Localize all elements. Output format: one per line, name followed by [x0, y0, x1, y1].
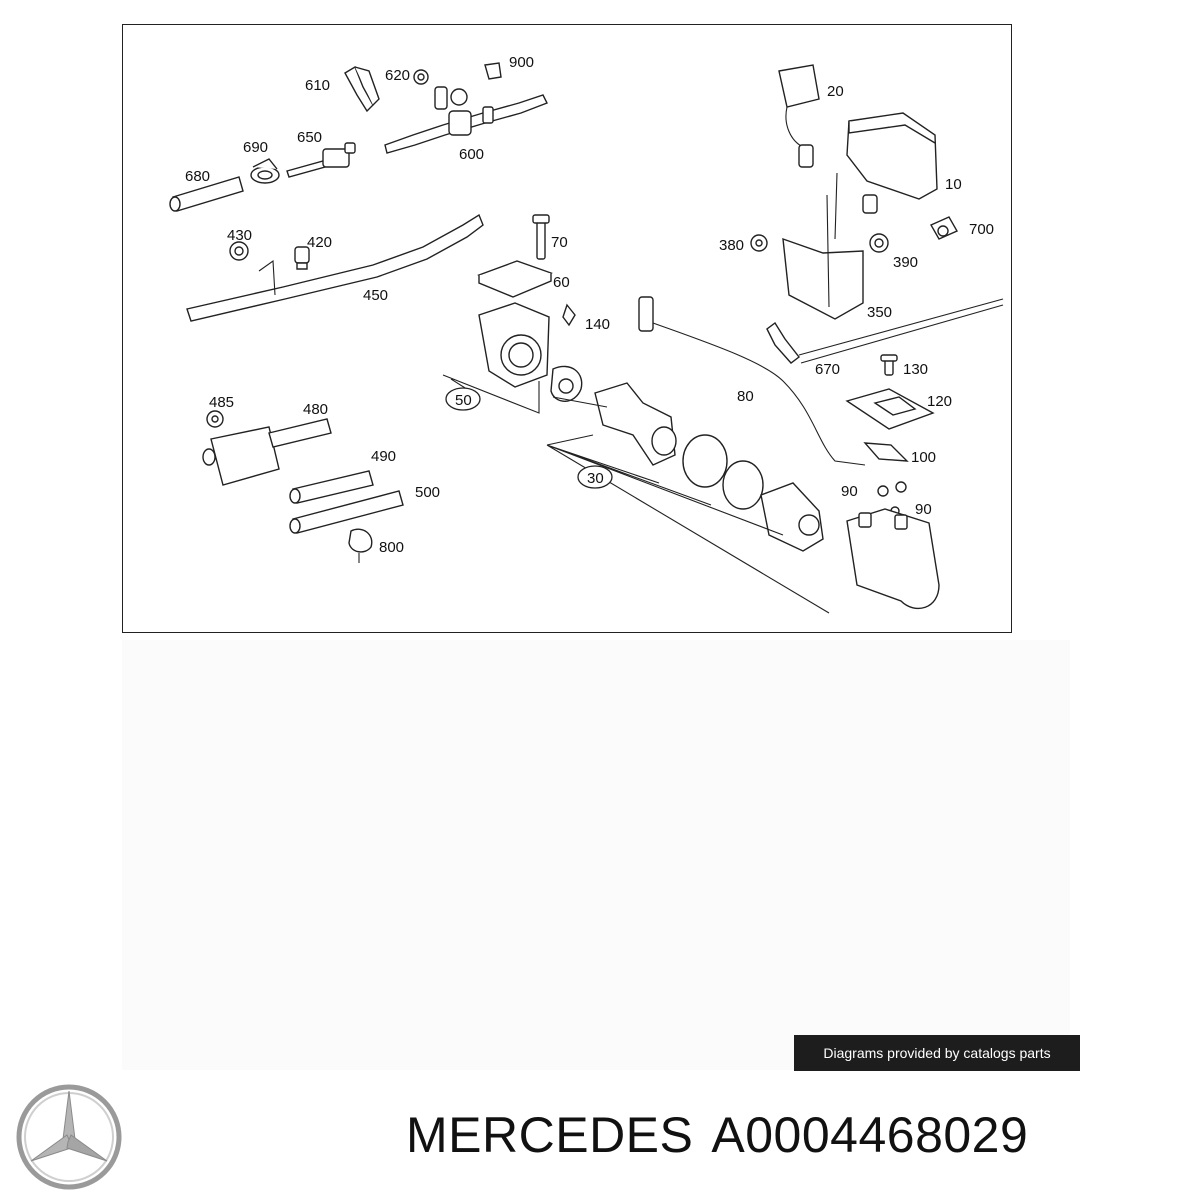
part-610-bracket	[344, 65, 380, 113]
callout-480: 480	[303, 401, 328, 418]
callout-140: 140	[585, 316, 610, 333]
part-420-bolt	[294, 246, 310, 270]
part-900-clip	[484, 62, 502, 80]
callout-20: 20	[827, 83, 844, 100]
callout-900: 900	[509, 54, 534, 71]
part-680-tube	[169, 176, 244, 212]
part-700-clamp	[930, 216, 958, 240]
empty-canvas-area	[122, 640, 1070, 1070]
callout-490: 490	[371, 448, 396, 465]
part-70-bolt	[532, 214, 550, 260]
leader-lines	[442, 374, 830, 614]
part-380-nut	[750, 234, 768, 252]
callout-10: 10	[945, 176, 962, 193]
part-500-tube	[289, 490, 404, 534]
callout-70: 70	[551, 234, 568, 251]
part-485-nut	[206, 410, 224, 428]
part-620-nut	[413, 69, 429, 85]
callout-80: 80	[737, 388, 754, 405]
callout-600: 600	[459, 146, 484, 163]
callout-650: 650	[297, 129, 322, 146]
part-120-plate	[845, 388, 935, 430]
callout-130: 130	[903, 361, 928, 378]
part-80-cable	[638, 296, 866, 466]
part-heater-housing-lower	[846, 508, 940, 610]
callout-circle-50	[445, 387, 481, 411]
callout-680: 680	[185, 168, 210, 185]
callout-120: 120	[927, 393, 952, 410]
callout-420: 420	[307, 234, 332, 251]
part-390-washer	[869, 233, 889, 253]
callout-485: 485	[209, 394, 234, 411]
part-130-screw	[880, 354, 898, 376]
mercedes-star-icon	[16, 1084, 122, 1190]
part-50-housing	[478, 302, 583, 402]
brand-name: MERCEDES	[406, 1107, 694, 1163]
part-650-sensor	[286, 142, 356, 178]
part-450-pipe	[186, 213, 484, 322]
part-600-hose	[384, 86, 548, 154]
callout-670: 670	[815, 361, 840, 378]
part-90-fasteners	[877, 481, 907, 516]
callout-690: 690	[243, 139, 268, 156]
callout-620: 620	[385, 67, 410, 84]
callout-800: 800	[379, 539, 404, 556]
part-690-clamp	[250, 158, 280, 184]
part-100-bracket	[863, 442, 909, 462]
part-490-tube	[289, 470, 374, 504]
part-670-pipe	[766, 298, 1004, 364]
callout-390: 390	[893, 254, 918, 271]
part-20-connector	[778, 64, 820, 168]
part-140-clip	[562, 303, 576, 327]
part-800-clamp	[348, 528, 373, 563]
callout-100: 100	[911, 449, 936, 466]
part-number: A0004468029	[711, 1107, 1029, 1163]
callout-90-b: 90	[915, 501, 932, 518]
part-title: MERCEDES A0004468029	[406, 1106, 1196, 1176]
callout-circle-30	[577, 465, 613, 489]
diagram-credit-badge: Diagrams provided by catalogs parts	[794, 1035, 1080, 1071]
callout-380: 380	[719, 237, 744, 254]
part-10-heater-unit	[846, 112, 938, 214]
callout-500: 500	[415, 484, 440, 501]
part-30-burner-assembly	[552, 382, 824, 552]
parts-diagram: 610 620 900 600 690 650 680 430 420 450 …	[122, 24, 1012, 633]
part-60-cover	[477, 260, 553, 298]
callout-610: 610	[305, 77, 330, 94]
callout-430: 430	[227, 227, 252, 244]
part-350-bracket	[782, 172, 864, 320]
callout-450: 450	[363, 287, 388, 304]
part-430-nut	[229, 241, 249, 261]
callout-700: 700	[969, 221, 994, 238]
callout-90-a: 90	[841, 483, 858, 500]
callout-30: 30	[587, 470, 604, 487]
callout-60: 60	[553, 274, 570, 291]
exploded-parts-view: 610 620 900 600 690 650 680 430 420 450 …	[169, 54, 1004, 614]
callout-50: 50	[455, 392, 472, 409]
part-480-muffler	[202, 418, 332, 486]
callout-350: 350	[867, 304, 892, 321]
